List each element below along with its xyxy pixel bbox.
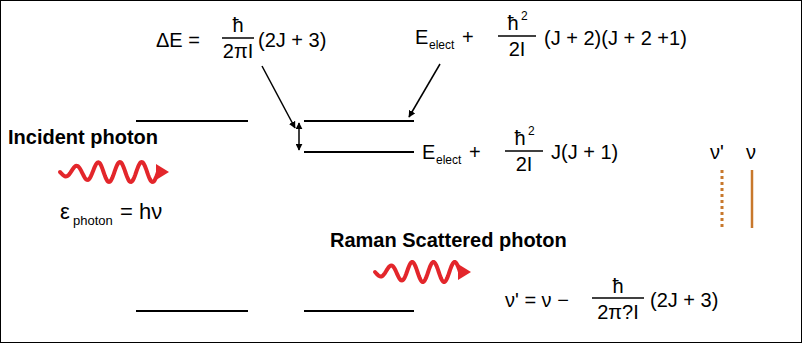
ground-level: [304, 310, 414, 312]
heading-label: Incident photon: [8, 127, 158, 147]
fraction-denominator: 2I: [516, 154, 533, 174]
fraction-numerator: ħ: [507, 13, 518, 33]
fraction-numerator: ħ: [612, 276, 623, 296]
wave-arrowhead: [156, 164, 169, 180]
subscript: elect: [429, 39, 454, 51]
equation-term: +: [462, 27, 474, 47]
equation-term: +: [469, 142, 481, 162]
fraction-numerator: ħ: [232, 15, 243, 35]
equation-term: (J + 2)(J + 2 +1): [544, 28, 687, 48]
scattered-frequency-line: [721, 170, 724, 228]
equation-term: J(J + 1): [551, 142, 618, 162]
virtual-level: [136, 120, 248, 122]
wave-arrowhead: [458, 264, 471, 280]
fraction-bar: [505, 150, 543, 152]
equation-term: E: [422, 142, 435, 162]
fraction-denominator: 2I: [509, 39, 526, 59]
equation-term: ν' = ν −: [505, 290, 569, 310]
equation-term: E: [415, 27, 428, 47]
fraction-denominator: 2πI: [223, 41, 253, 61]
heading-label: Raman Scattered photon: [330, 230, 567, 250]
photon-wave: [375, 262, 460, 282]
incident-frequency-line: [751, 170, 754, 228]
superscript: 2: [528, 125, 535, 137]
upper-rotational-level: [304, 120, 414, 122]
fraction-bar: [222, 37, 254, 39]
fraction-bar: [498, 35, 536, 37]
fraction-numerator: ħ: [514, 128, 525, 148]
equation-term: ΔE =: [156, 30, 200, 50]
equation-term: = hν: [120, 201, 162, 223]
subscript: elect: [436, 154, 461, 166]
ground-level: [136, 310, 248, 312]
equation-term: ε: [60, 201, 70, 223]
frequency-symbol: ν: [746, 142, 756, 162]
photon-wave: [60, 162, 158, 182]
equation-term: (2J + 3): [258, 30, 326, 50]
leader-arrow: [262, 66, 295, 128]
equation-term: (2J + 3): [650, 290, 718, 310]
leader-arrow: [409, 64, 440, 117]
frequency-symbol: ν': [710, 142, 724, 162]
photon-waves: [60, 162, 471, 282]
energy-gap-arrow: [298, 123, 300, 150]
superscript: 2: [521, 10, 528, 22]
fraction-bar: [592, 297, 644, 299]
subscript: photon: [73, 214, 113, 227]
lower-rotational-level: [304, 151, 414, 153]
fraction-denominator: 2π?I: [597, 302, 639, 322]
